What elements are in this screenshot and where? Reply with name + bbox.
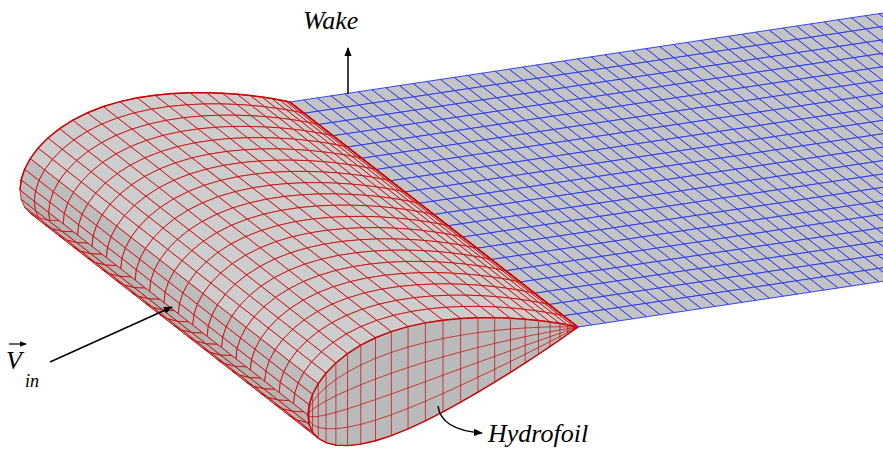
end-cap-mesh-line (375, 338, 376, 441)
wake-panel (865, 269, 883, 282)
end-cap-mesh-line (567, 325, 568, 334)
wake-panel (879, 12, 883, 25)
part-label: Wake (303, 8, 358, 34)
wake-panel (865, 14, 883, 27)
end-cap-mesh-line (360, 345, 361, 444)
wake-panel (870, 107, 883, 120)
wake-panel (881, 52, 883, 65)
subscript-label: in (25, 372, 39, 390)
end-cap-mesh-line (318, 384, 319, 439)
end-cap-mesh-line (425, 323, 426, 421)
end-cap-mesh-line (408, 327, 409, 429)
wake-panel (867, 40, 883, 53)
end-cap-mesh-line (510, 318, 511, 372)
end-cap-mesh-line (550, 322, 551, 346)
end-cap-mesh-line (573, 326, 574, 330)
wake-panel (882, 78, 883, 91)
foil-outline (290, 102, 578, 327)
lower-surface (20, 102, 578, 446)
wake-panel (869, 93, 883, 106)
wake-panel (878, 253, 883, 266)
end-cap-mesh-line (559, 324, 560, 340)
end-cap-mesh-line (443, 320, 444, 412)
hydrofoil-pointer (438, 406, 482, 433)
wake-panel (877, 240, 883, 253)
end-cap-mesh-line (391, 332, 392, 436)
wake-pointer (347, 48, 349, 94)
end-cap-mesh-line (312, 394, 313, 432)
wake-panel (866, 27, 883, 40)
foil-outline (20, 93, 290, 190)
wake-panel (882, 65, 883, 78)
wake-panel (880, 25, 883, 38)
end-cap-mesh-line (347, 354, 348, 446)
vector-accent (9, 343, 26, 344)
end-cap-mesh-line (326, 373, 327, 443)
wake-panel (869, 80, 883, 93)
wake-panel (872, 147, 883, 160)
wake-panel (879, 266, 883, 279)
wake-panel (876, 227, 883, 240)
wake-panel (871, 120, 883, 133)
end-cap-mesh-line (538, 321, 539, 355)
part-label: Hydrofoil (488, 421, 588, 447)
wake-panel (873, 160, 883, 173)
wake-panel (880, 38, 883, 51)
end-cap-mesh-line (525, 319, 526, 363)
end-cap-mesh-line (494, 318, 495, 382)
wake-panel (876, 213, 883, 226)
wake-panel (874, 187, 883, 200)
inflow-arrow (50, 307, 172, 362)
wake-mesh (290, 8, 883, 328)
wake-panel (868, 67, 883, 80)
annotations (9, 48, 482, 433)
end-cap-mesh-line (477, 318, 478, 392)
wake-panel (872, 133, 883, 146)
hydrofoil-mesh (20, 93, 578, 446)
end-cap-mesh-line (460, 319, 461, 403)
wake-panel (867, 54, 883, 67)
end-cap-mesh-line (309, 405, 310, 425)
wake-panel (874, 173, 883, 186)
end-cap-mesh-line (335, 363, 336, 445)
wake-panel (875, 200, 883, 213)
part-label: V (6, 348, 22, 374)
